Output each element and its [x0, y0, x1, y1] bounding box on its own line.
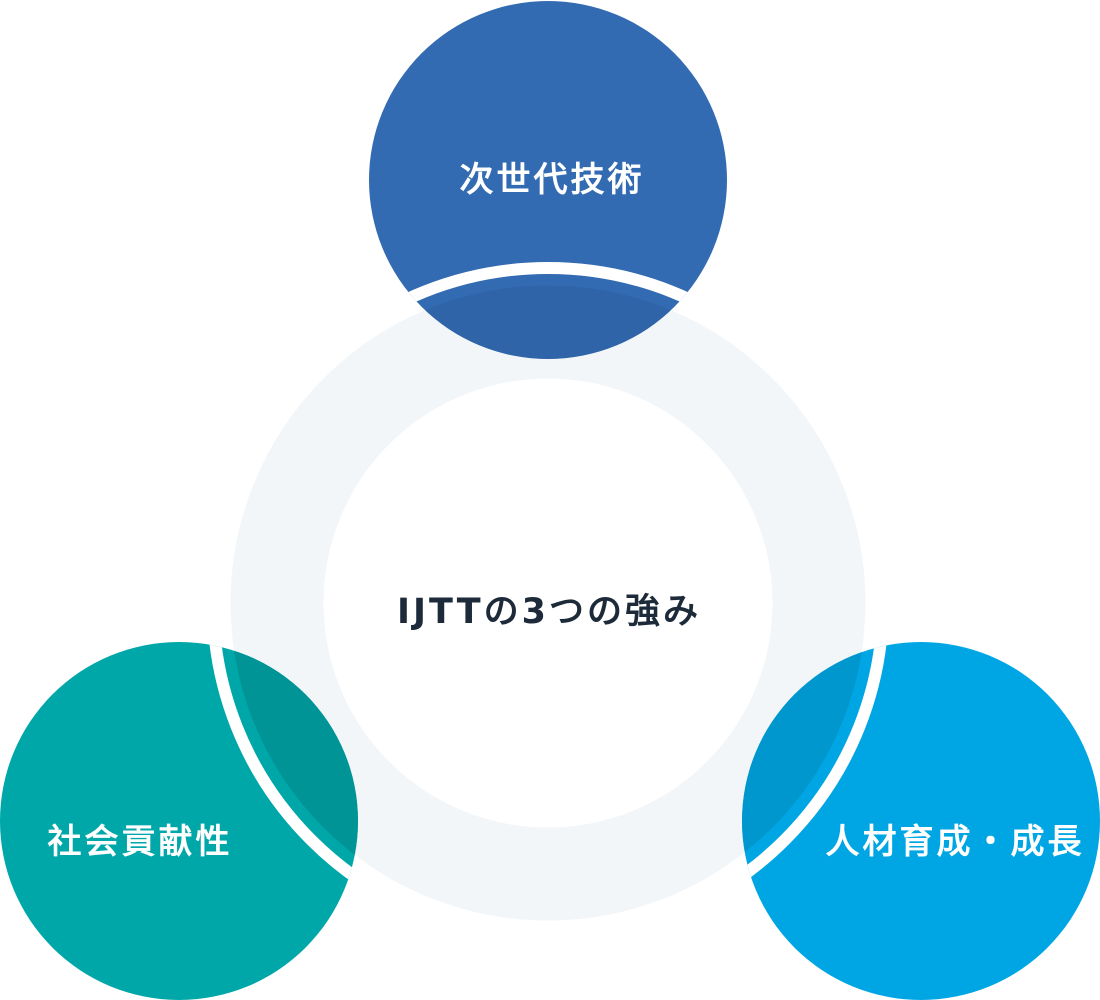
node-top-circle: [369, 1, 727, 359]
node-top-label: 次世代技術: [460, 160, 645, 200]
node-left: 社会貢献性: [0, 642, 358, 1000]
node-left-label: 社会貢献性: [48, 822, 233, 862]
ring-inner: [324, 379, 772, 827]
node-right-label: 人材育成・成長: [826, 822, 1085, 862]
node-right: 人材育成・成長: [742, 642, 1100, 1000]
node-top-separator: [369, 262, 727, 359]
node-top: 次世代技術: [369, 1, 727, 359]
center-title: IJTTの3つの強み: [397, 592, 701, 632]
